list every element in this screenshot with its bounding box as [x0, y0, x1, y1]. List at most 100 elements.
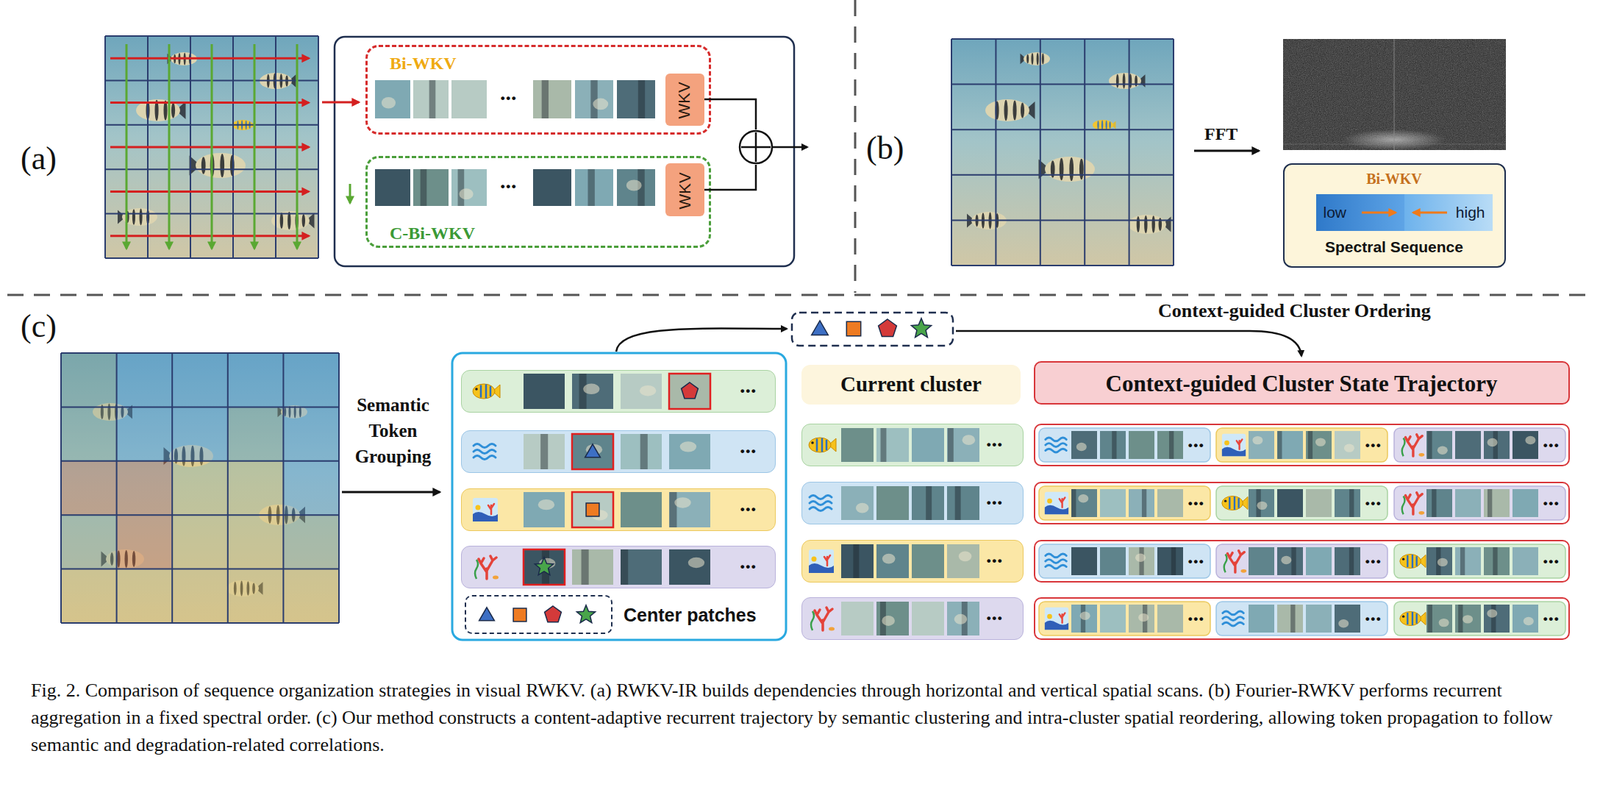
fish-stripe	[1105, 120, 1108, 131]
text-slot: high	[1404, 203, 1486, 223]
fish-figure	[1108, 72, 1146, 89]
reef-water	[1044, 607, 1069, 630]
image-patch	[1305, 488, 1332, 517]
seaweed	[475, 559, 478, 579]
grid-line	[105, 79, 319, 81]
image-patch	[841, 601, 874, 636]
seaweed	[1224, 554, 1228, 573]
image-patch	[1071, 547, 1098, 575]
fish-stripe	[201, 156, 206, 175]
center-symbol-box	[791, 312, 953, 346]
image-patch	[876, 427, 909, 462]
current-cluster-row: ...	[801, 539, 1024, 583]
image-patch	[1100, 488, 1126, 517]
cluster-icon	[1222, 496, 1248, 511]
horizontal-scan-arrow	[110, 57, 309, 60]
patch-stripe	[1493, 430, 1498, 459]
cluster-tint	[116, 514, 173, 569]
fish-stripe	[294, 405, 297, 418]
spectrum-axis	[1283, 144, 1506, 145]
seaweed	[1402, 496, 1406, 515]
arrow-label: Semantic Token Grouping	[355, 394, 432, 467]
fish-stripe	[199, 446, 203, 465]
fish-tail	[101, 551, 111, 567]
fish-tail	[1419, 611, 1427, 625]
patch-stripe	[579, 373, 587, 409]
wkv-block: WKV	[665, 163, 705, 217]
panel-label: (a)	[20, 140, 57, 177]
grid-line	[951, 219, 1174, 221]
fish-stripe	[241, 119, 243, 130]
cluster-panel	[452, 352, 787, 640]
image-patch	[876, 486, 909, 520]
center-symbol	[585, 444, 601, 458]
fish-tail	[295, 506, 306, 523]
patch-highlight	[639, 385, 656, 396]
sum-plus	[741, 132, 771, 162]
fish-body	[195, 152, 246, 178]
image-patch	[1426, 488, 1453, 517]
node-text: ...	[1187, 543, 1205, 568]
image-patch	[841, 427, 874, 462]
trajectory-segment	[1216, 544, 1388, 578]
grid-line	[171, 352, 173, 623]
fish-stripe	[233, 581, 237, 596]
reef-water	[472, 497, 498, 522]
scan-direction-arrow	[349, 183, 352, 203]
patch-stripe	[925, 486, 932, 520]
patch-stripe	[587, 169, 595, 206]
text-slot: Fig. 2. Comparison of sequence organizat…	[30, 677, 1572, 760]
text-slot: ...	[1542, 600, 1560, 630]
patch-stripe	[1290, 604, 1295, 633]
wave-line	[809, 501, 832, 506]
patch-highlight	[1437, 558, 1448, 567]
fish-stripe	[190, 445, 195, 467]
patch-stripe	[1291, 547, 1296, 575]
image-patch	[572, 433, 614, 470]
image-patch	[523, 433, 565, 470]
fish-stripe	[219, 153, 225, 178]
image-patch	[1455, 604, 1481, 633]
image-patch	[1248, 547, 1275, 575]
fish-stripe	[171, 102, 175, 119]
fish-body	[136, 99, 181, 122]
fish-tail	[1138, 74, 1146, 88]
center-symbol	[878, 319, 898, 337]
trajectory-segment	[1038, 427, 1211, 462]
grid-line	[189, 36, 192, 259]
fish-tail	[117, 209, 126, 224]
image-patch	[375, 80, 411, 119]
node-text: Bi-WKV	[389, 53, 457, 73]
cluster-row: ...	[461, 545, 776, 589]
node-text: ...	[1542, 427, 1560, 452]
node-text: ...	[1187, 427, 1205, 452]
fish-stripe	[240, 580, 244, 597]
image-patch	[620, 491, 662, 528]
image-patch	[1334, 547, 1361, 575]
patch-stripe	[1460, 547, 1465, 575]
image-patch	[1277, 488, 1303, 517]
image-patch	[572, 373, 614, 409]
spectrum-noise	[1283, 38, 1506, 150]
image-patch	[1277, 604, 1303, 633]
patch-highlight	[1076, 442, 1087, 451]
shell	[1419, 511, 1425, 515]
figure-caption: Fig. 2. Comparison of sequence organizat…	[30, 679, 1553, 756]
patch-highlight	[381, 97, 396, 109]
fish-stripe	[284, 505, 289, 524]
grid-line	[105, 257, 319, 259]
fish-eye	[1402, 614, 1405, 617]
image-patch	[1071, 488, 1098, 517]
patch-stripe	[880, 427, 887, 462]
image-patch	[575, 80, 614, 119]
cluster-tint	[61, 352, 117, 407]
fish-figure	[101, 549, 145, 569]
center-highlight	[523, 549, 565, 585]
patch-highlight	[962, 434, 976, 445]
center-extract-arrow	[616, 327, 787, 352]
fish-tail	[1020, 53, 1027, 64]
patch-highlight	[1256, 501, 1267, 510]
fish-stripe	[177, 52, 181, 65]
text-slot: Context-guided Cluster State Trajectory	[1035, 370, 1568, 401]
spectrum-image	[1283, 38, 1506, 150]
